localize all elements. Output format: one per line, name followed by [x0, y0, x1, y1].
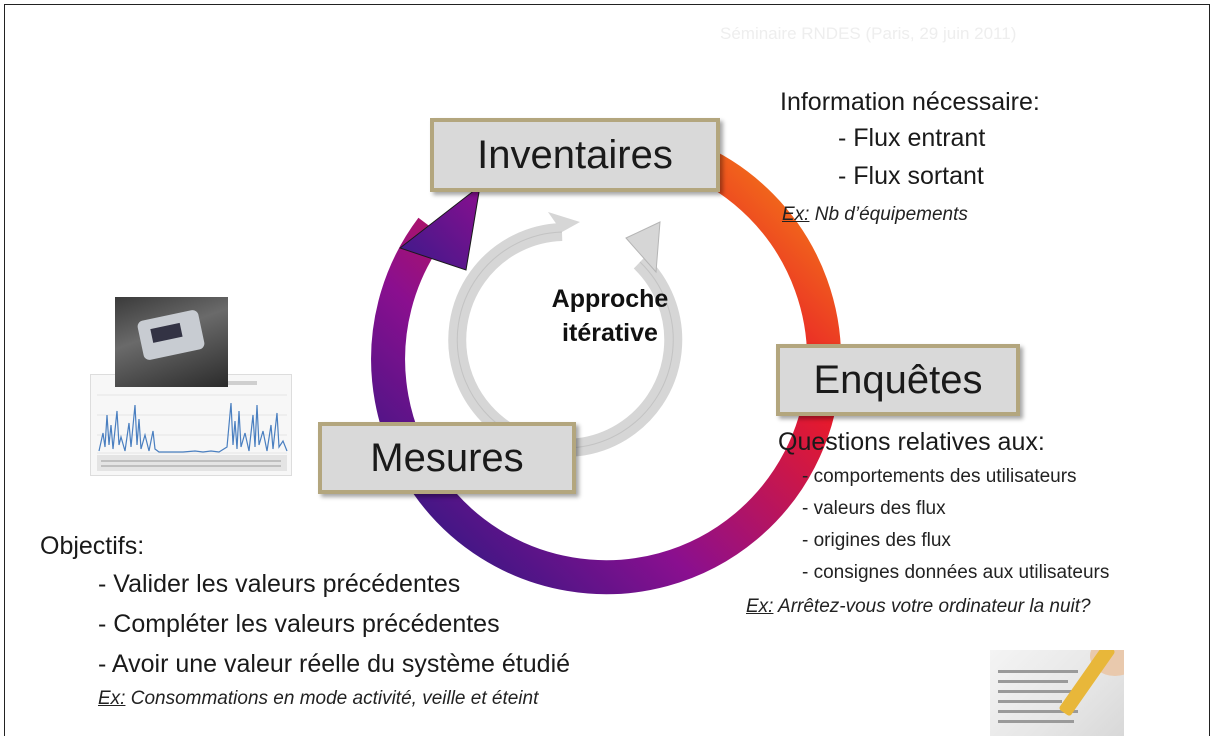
consumption-chart-graphic	[97, 381, 288, 471]
mesures-example: Ex: Consommations en mode activité, veil…	[98, 688, 538, 710]
enquetes-example: Ex: Arrêtez-vous votre ordinateur la nui…	[746, 596, 1091, 618]
mesures-item-2: - Compléter les valeurs précédentes	[98, 610, 500, 638]
questionnaire-line	[998, 710, 1078, 713]
center-label: Approche itérative	[500, 282, 720, 350]
example-text: Arrêtez-vous votre ordinateur la nuit?	[773, 596, 1091, 617]
enquetes-label: Enquêtes	[813, 357, 983, 402]
example-prefix: Ex:	[782, 204, 810, 225]
enquetes-box: Enquêtes	[776, 344, 1020, 416]
consumption-chart-image	[90, 374, 292, 476]
watermark-text: Séminaire RNDES (Paris, 29 juin 2011)	[720, 24, 1017, 43]
questionnaire-line	[998, 690, 1078, 693]
questionnaire-line	[998, 680, 1068, 683]
inner-arrow-head	[625, 221, 661, 274]
example-prefix: Ex:	[746, 596, 774, 617]
mesures-item-1: - Valider les valeurs précédentes	[98, 570, 461, 598]
questionnaire-line	[998, 700, 1062, 703]
center-label-line2: itérative	[562, 319, 658, 347]
questionnaire-line	[998, 720, 1074, 723]
example-text: Nb d’équipements	[809, 204, 968, 225]
inventaires-box: Inventaires	[430, 118, 720, 192]
questionnaire-photo	[990, 650, 1124, 736]
meter-device	[136, 308, 206, 362]
mesures-heading: Objectifs:	[40, 532, 145, 560]
enquetes-item-2: - valeurs des flux	[802, 498, 946, 519]
inventaires-item-2: - Flux sortant	[838, 162, 984, 190]
pencil-icon	[1058, 650, 1116, 717]
example-prefix: Ex:	[98, 688, 126, 709]
enquetes-item-4: - consignes données aux utilisateurs	[802, 562, 1110, 583]
inventaires-label: Inventaires	[477, 132, 673, 177]
inventaires-example: Ex: Nb d’équipements	[782, 204, 968, 226]
inventaires-item-1: - Flux entrant	[838, 124, 986, 152]
meter-screen	[150, 322, 183, 343]
questionnaire-line	[998, 670, 1078, 673]
energy-meter-photo	[115, 297, 228, 387]
example-text: Consommations en mode activité, veille e…	[125, 688, 539, 709]
inventaires-heading: Information nécessaire:	[780, 88, 1040, 116]
outer-cycle-arrow	[371, 142, 842, 595]
mesures-item-3: - Avoir une valeur réelle du système étu…	[98, 650, 571, 678]
slide-frame	[4, 4, 1210, 736]
enquetes-item-3: - origines des flux	[802, 530, 951, 551]
mesures-label: Mesures	[370, 435, 524, 480]
outer-arrow-head	[398, 184, 481, 271]
center-label-line1: Approche	[551, 285, 669, 313]
enquetes-item-1: - comportements des utilisateurs	[802, 466, 1077, 487]
mesures-box: Mesures	[318, 422, 576, 494]
enquetes-heading: Questions relatives aux:	[778, 428, 1045, 456]
